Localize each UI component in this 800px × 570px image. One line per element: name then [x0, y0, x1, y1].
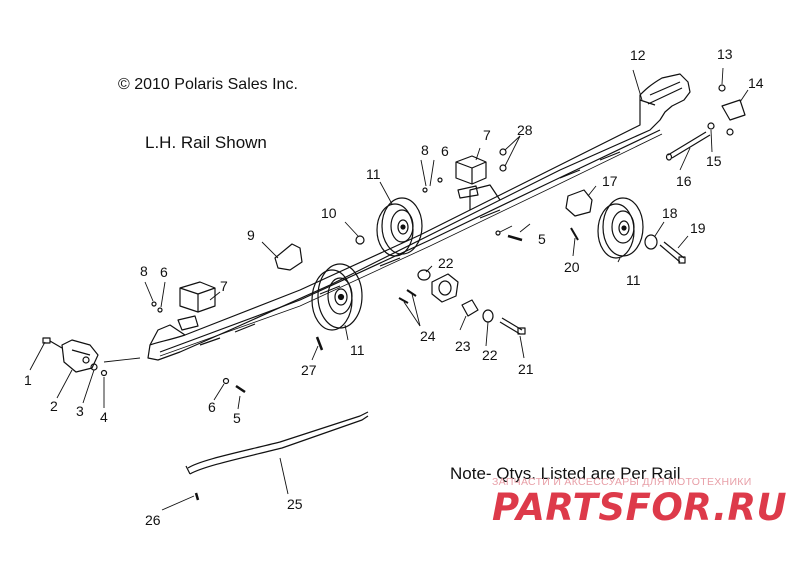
- callout-17: 17: [602, 173, 618, 189]
- callout-22-upper: 22: [438, 255, 454, 271]
- block-7-left: [177, 281, 216, 331]
- callout-22-lower: 22: [482, 347, 498, 363]
- wheel-idler-rear: [597, 197, 644, 259]
- rail-shown-note: L.H. Rail Shown: [145, 133, 267, 152]
- nut-8-left: [151, 301, 157, 307]
- nut-14b: [726, 128, 734, 136]
- copyright-text: © 2010 Polaris Sales Inc.: [118, 76, 298, 93]
- callout-20: 20: [564, 259, 580, 275]
- callout-13: 13: [717, 46, 733, 62]
- callout-12: 12: [630, 47, 646, 63]
- callout-1: 1: [24, 372, 32, 388]
- callout-14: 14: [748, 75, 764, 91]
- washer-6-left: [157, 307, 163, 313]
- callout-15: 15: [706, 153, 722, 169]
- callout-11-middle: 11: [366, 166, 381, 182]
- spacer-17: [565, 189, 593, 217]
- callout-16: 16: [676, 173, 692, 189]
- callout-23: 23: [455, 338, 471, 354]
- callout-25: 25: [287, 496, 303, 512]
- pin-26: [194, 492, 200, 501]
- callout-9: 9: [247, 227, 255, 243]
- washer-18: [644, 234, 658, 250]
- callout-18: 18: [662, 205, 678, 221]
- clip-14: [721, 99, 746, 121]
- bolt-24a: [398, 297, 409, 304]
- washer-6-bottom: [222, 377, 230, 385]
- bolt-1: [42, 337, 63, 349]
- callout-numbers: 1 2 3 4 5 5 6 6 6 7 7 8 8 9 10 11 11 11 …: [24, 46, 764, 528]
- leader-lines: [29, 67, 749, 511]
- callout-6-bottom: 6: [208, 399, 216, 415]
- nut-28a: [499, 148, 507, 156]
- callout-28: 28: [517, 122, 533, 138]
- callout-5-right: 5: [538, 231, 546, 247]
- bolt-5-bottom: [235, 384, 246, 394]
- callout-27: 27: [301, 362, 317, 378]
- callout-7-right: 7: [483, 127, 491, 143]
- nut-4: [100, 369, 108, 377]
- nut-13: [718, 84, 726, 92]
- block-7-right: [455, 155, 487, 199]
- callout-7-left: 7: [220, 278, 228, 294]
- washer-6-mid: [495, 230, 501, 236]
- wear-strip-25: [185, 411, 369, 475]
- callout-4: 4: [100, 409, 108, 425]
- wheel-idler-front: [311, 263, 363, 331]
- bracket-9: [274, 243, 303, 271]
- washer-15: [707, 122, 715, 130]
- callout-6-left: 6: [160, 264, 168, 280]
- spacer-24: [431, 273, 459, 303]
- shaft-16: [665, 131, 711, 161]
- callout-8-right: 8: [421, 142, 429, 158]
- nut-28b: [499, 164, 507, 172]
- callout-6-top: 6: [441, 143, 449, 159]
- bolt-21: [499, 317, 526, 335]
- callout-2: 2: [50, 398, 58, 414]
- callout-11-front: 11: [350, 342, 365, 358]
- callout-3: 3: [76, 403, 84, 419]
- washer-6-right: [437, 177, 443, 183]
- front-cap: [61, 339, 99, 373]
- callout-11-rear: 11: [626, 272, 641, 288]
- bolt-27: [315, 336, 324, 351]
- bolt-20: [570, 227, 579, 241]
- bolt-19: [659, 241, 686, 264]
- watermark-logo: PARTSFOR.RU: [492, 486, 788, 529]
- bolt-24b: [406, 289, 417, 297]
- nut-10: [355, 235, 365, 245]
- callout-10: 10: [321, 205, 337, 221]
- washer-22-lower: [482, 309, 494, 323]
- quantity-note: Note- Qtys. Listed are Per Rail: [450, 464, 681, 483]
- callout-5-bottom: 5: [233, 410, 241, 426]
- callout-8-left: 8: [140, 263, 148, 279]
- callout-21: 21: [518, 361, 534, 377]
- callout-24: 24: [420, 328, 436, 344]
- wheel-idler-middle: [376, 197, 423, 257]
- watermark-subtitle: ЗАПЧАСТИ И АКСЕССУАРЫ ДЛЯ МОТОТЕХНИКИ: [492, 476, 752, 488]
- bushing-23: [461, 299, 479, 317]
- nut-8-right: [422, 187, 428, 193]
- callout-19: 19: [690, 220, 706, 236]
- bolt-5-right: [507, 234, 523, 242]
- rail: [147, 73, 691, 361]
- callout-26: 26: [145, 512, 161, 528]
- washer-22-upper: [417, 269, 431, 281]
